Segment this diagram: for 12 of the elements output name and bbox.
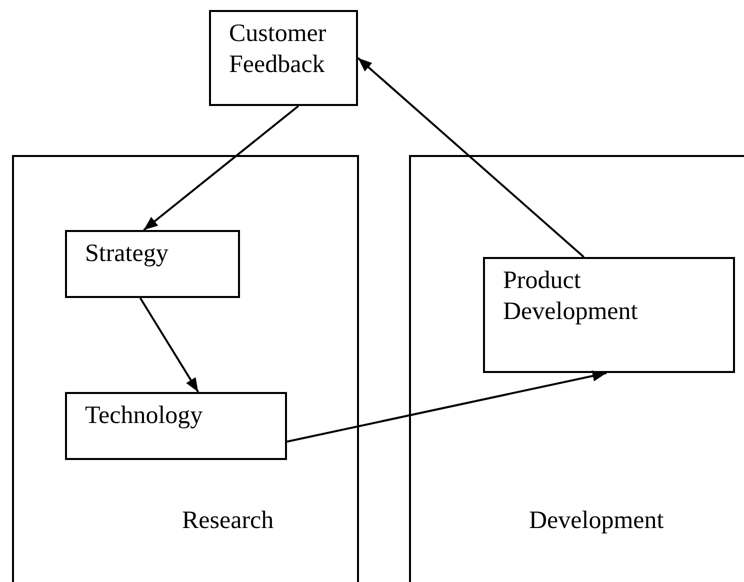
process-box: Customer Feedback (209, 10, 358, 106)
arrow (286, 370, 607, 443)
group-label: Development (529, 507, 664, 535)
process-box: Product Development (483, 257, 735, 373)
group-panel (12, 155, 359, 582)
process-box: Strategy (65, 230, 240, 298)
process-box: Technology (65, 392, 287, 460)
arrow (143, 105, 300, 231)
arrow (139, 297, 200, 393)
group-label: Research (182, 507, 274, 535)
group-panel (409, 155, 744, 582)
arrow (357, 57, 584, 258)
